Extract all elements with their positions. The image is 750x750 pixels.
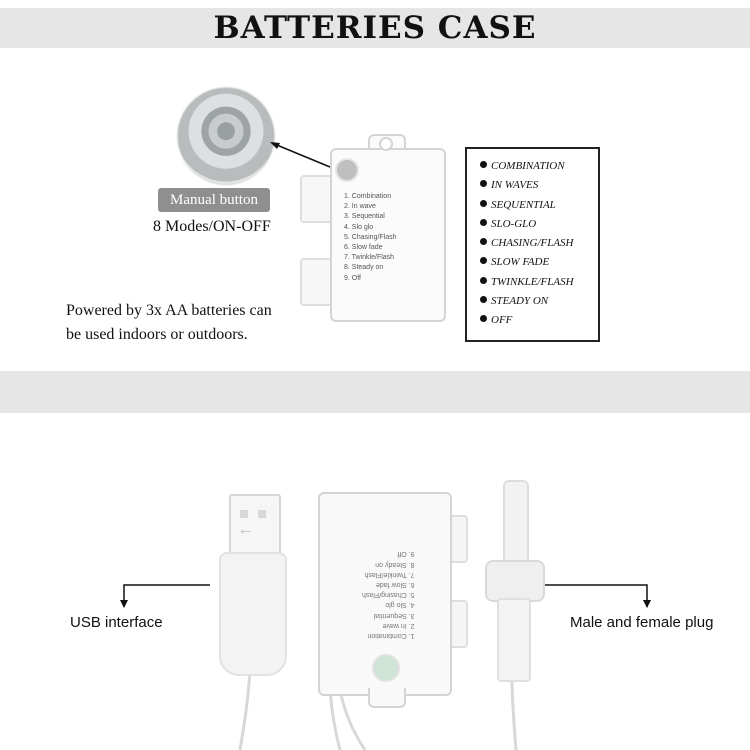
bullet-icon (480, 161, 487, 168)
box-mode-item: 3. Sequential (344, 213, 385, 221)
mode-item: SLOW FADE (480, 253, 574, 272)
usb-slot (240, 510, 248, 518)
power-info-line2: be used indoors or outdoors. (66, 326, 248, 343)
bullet-icon (480, 296, 487, 304)
mode-item: STEADY ON (480, 292, 574, 311)
battery-box-clip (300, 175, 334, 223)
usb-slot (258, 510, 266, 518)
battery-box-hanger (368, 688, 406, 708)
box-mode-item: 7. Twinkle/Flash (344, 254, 395, 262)
mode-item: IN WAVES (480, 176, 574, 195)
battery-box-clip (300, 258, 334, 306)
modes-legend-list: COMBINATION IN WAVES SEQUENTIAL SLO-GLO … (480, 157, 574, 331)
plug-nut (485, 560, 545, 602)
box-manual-button (335, 158, 359, 182)
manual-button-closeup-image (178, 88, 274, 184)
bullet-icon (480, 257, 487, 265)
bullet-icon (480, 315, 487, 323)
box-mode-item: 5. Chasing/Flash (344, 233, 397, 241)
box-printed-mode-list: 1. Combination 2. In wave 3. Sequential … (344, 192, 397, 284)
bullet-icon (480, 276, 487, 284)
box-mode-item: 4. Slo glo (344, 223, 374, 231)
title-banner (0, 8, 750, 48)
box-mode-item: 6. Slow fade (344, 244, 383, 252)
section-divider-banner (0, 371, 750, 413)
box-manual-button (372, 654, 400, 682)
manual-button-label-bg (158, 188, 270, 212)
box-mode-item: 2. In wave (344, 203, 376, 211)
power-info-line1: Powered by 3x AA batteries can (66, 302, 272, 319)
box-mode-item: 9. Off (344, 274, 361, 282)
mode-item: SLO-GLO (480, 215, 574, 234)
usb-interface-label: USB interface (70, 614, 163, 631)
mode-item: TWINKLE/FLASH (480, 273, 574, 292)
box-printed-mode-list-rotated: 1. Combination 2. In wave 3. Sequential … (362, 550, 415, 639)
mode-item: CHASING/FLASH (480, 234, 574, 253)
male-female-plug-label: Male and female plug (570, 614, 714, 631)
modes-legend-box (465, 147, 600, 342)
usb-icon: ⭠ (240, 523, 252, 539)
mode-item: COMBINATION (480, 157, 574, 176)
modes-subtitle: 8 Modes/ON-OFF (153, 218, 271, 235)
male-plug-connector (503, 480, 529, 564)
bullet-icon (480, 180, 487, 188)
bullet-icon (480, 199, 487, 207)
mode-item: SEQUENTIAL (480, 196, 574, 215)
usb-connector (229, 494, 281, 558)
box-mode-item: 8. Steady on (344, 264, 384, 272)
hanger-hole (379, 137, 393, 151)
bullet-icon (480, 218, 487, 226)
female-plug-connector (497, 598, 531, 682)
mode-item: OFF (480, 311, 574, 330)
box-mode-item: 1. Combination (344, 193, 392, 200)
bullet-icon (480, 238, 487, 246)
page-title: BATTERIES CASE (213, 10, 537, 46)
manual-button-label: Manual button (170, 192, 258, 208)
usb-cable-body (219, 552, 287, 676)
